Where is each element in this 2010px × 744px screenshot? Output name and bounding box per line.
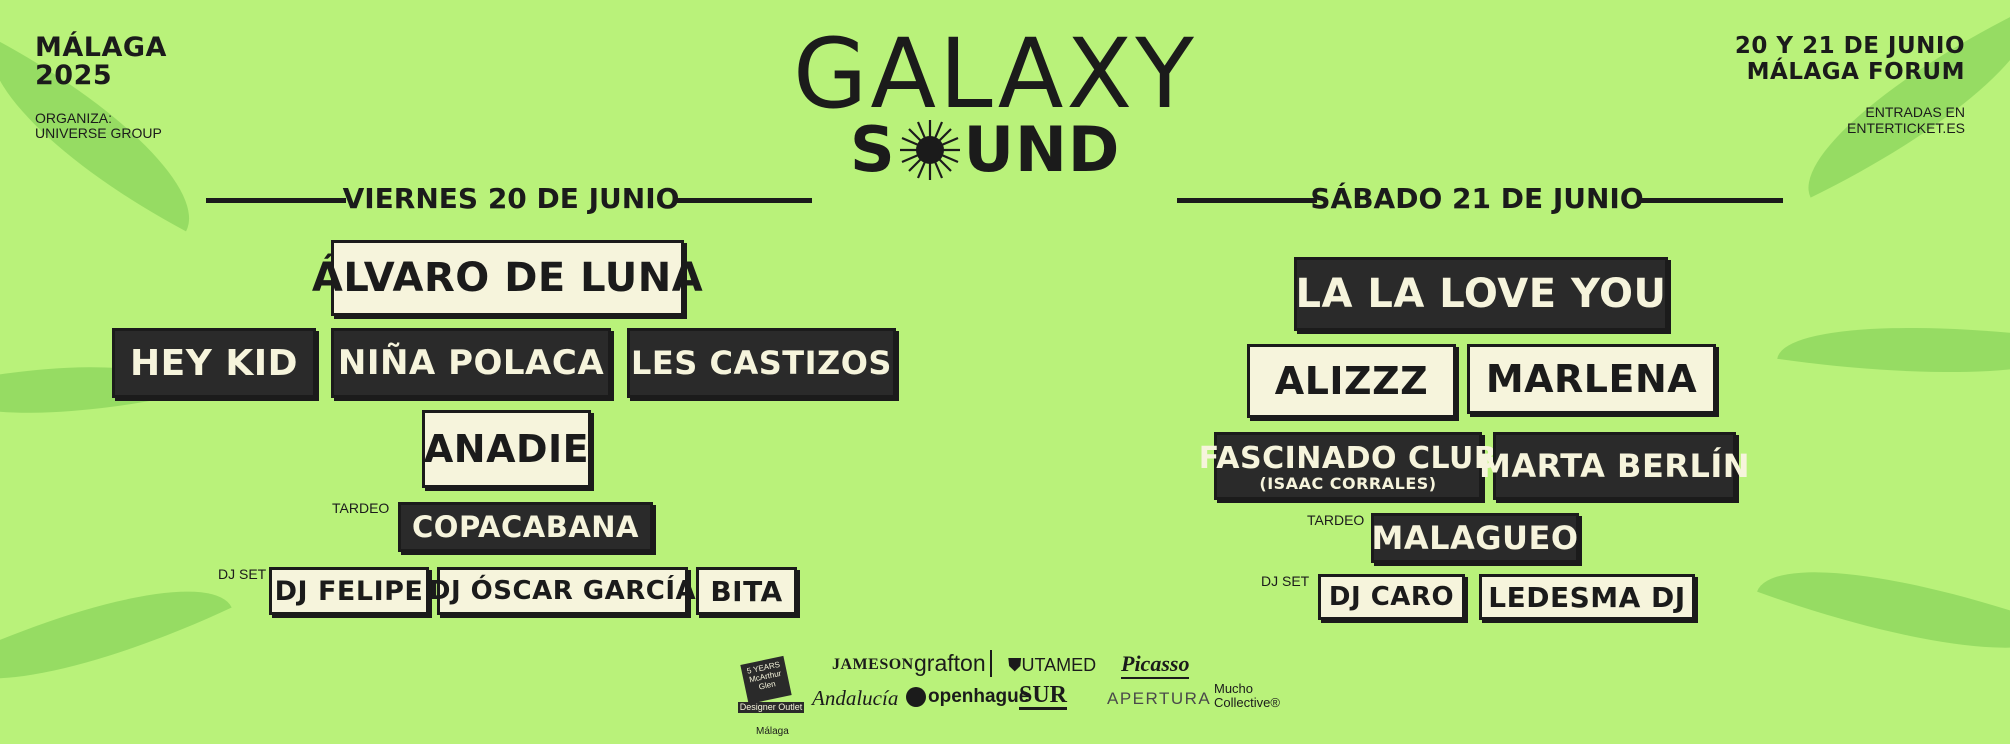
- event-venue: MÁLAGA FORUM: [1746, 59, 1965, 85]
- artist-box: BITA: [696, 567, 797, 615]
- mcarthurglen-outlet: Designer Outlet: [738, 702, 804, 713]
- artist-box: NIÑA POLACA: [331, 328, 611, 398]
- artist-name: ALIZZZ: [1274, 359, 1429, 403]
- artist-name: BITA: [710, 574, 783, 608]
- artist-box: MARTA BERLÍN: [1479, 432, 1750, 500]
- artist-box: LES CASTIZOS: [627, 328, 896, 398]
- sponsor-utamed-label: UTAMED: [1021, 655, 1097, 675]
- tardeo-label: TARDEO: [332, 500, 390, 516]
- sponsor-jameson: JAMESON: [832, 656, 914, 673]
- artist-name: MALAGUEO: [1371, 519, 1579, 557]
- artist-name: ÁLVARO DE LUNA: [311, 255, 704, 301]
- artist-name: COPACABANA: [412, 510, 639, 544]
- logo-sound-s: S: [850, 113, 896, 186]
- heading-rule: [206, 198, 346, 203]
- mcarthurglen-city: Málaga: [756, 726, 789, 737]
- heading-rule: [676, 198, 812, 203]
- artist-name: NIÑA POLACA: [337, 343, 605, 383]
- logo-sound-und: UND: [963, 113, 1121, 186]
- artist-box: LA LA LOVE YOU: [1294, 257, 1668, 331]
- mcarthurglen-logo: 5 YEARS McArthur Glen Designer Outlet: [738, 655, 804, 722]
- sponsor-sur: SUR: [1019, 682, 1068, 710]
- artist-name: ANADIE: [423, 427, 590, 471]
- sponsor-andalucia: Andalucía: [812, 686, 899, 710]
- artist-name: HEY KID: [130, 342, 298, 384]
- artist-box: COPACABANA: [398, 502, 653, 552]
- logo-sound: S UND: [850, 118, 1120, 182]
- artist-name: FASCINADO CLUB: [1198, 440, 1498, 476]
- artist-name: MARLENA: [1485, 357, 1698, 401]
- artist-box: HEY KID: [112, 328, 316, 398]
- year-label: 2025: [35, 60, 113, 91]
- c-circle-icon: [906, 687, 926, 707]
- tickets-label: ENTRADAS EN: [1865, 104, 1965, 120]
- leaf-decoration: [0, 544, 232, 726]
- leaf-decoration: [1777, 299, 2010, 401]
- artist-box: ANADIE: [422, 410, 591, 488]
- sponsor-openhague: openhague: [906, 686, 1029, 708]
- djset-label: DJ SET: [218, 566, 267, 582]
- artist-subname: (ISAAC CORRALES): [1259, 473, 1437, 493]
- sponsor-picasso: Picasso: [1121, 651, 1190, 679]
- artist-box: DJ ÓSCAR GARCÍA: [429, 567, 696, 615]
- artist-box: LEDESMA DJ: [1479, 574, 1695, 620]
- artist-name: DJ CARO: [1328, 582, 1455, 612]
- saturday-heading: SÁBADO 21 DE JUNIO: [1310, 182, 1644, 215]
- sun-icon: [899, 120, 960, 180]
- leaf-decoration: [1757, 525, 2010, 695]
- artist-name: MARTA BERLÍN: [1478, 447, 1751, 485]
- artist-name: DJ ÓSCAR GARCÍA: [428, 576, 697, 606]
- logo-galaxy: GALAXY: [793, 18, 1197, 130]
- heading-rule: [1177, 198, 1317, 203]
- friday-heading: VIERNES 20 DE JUNIO: [342, 182, 680, 215]
- artist-name: LEDESMA DJ: [1488, 580, 1686, 614]
- sponsor-apertura: APERTURA: [1107, 689, 1212, 708]
- sponsor-utamed: ⛊UTAMED: [1008, 655, 1096, 676]
- sponsor-openhague-label: openhague: [928, 686, 1030, 707]
- tickets-site: ENTERTICKET.ES: [1847, 120, 1965, 136]
- artist-box: DJ CARO: [1318, 574, 1465, 620]
- artist-name: LES CASTIZOS: [631, 344, 892, 382]
- city-label: MÁLAGA: [35, 32, 167, 63]
- artist-box: MARLENA: [1467, 344, 1716, 414]
- sponsor-mucho-collective: Mucho Collective®: [1214, 681, 1280, 710]
- artist-box: DJ FELIPE: [269, 567, 429, 615]
- artist-box: FASCINADO CLUB (ISAAC CORRALES): [1199, 432, 1497, 500]
- tardeo-label: TARDEO: [1307, 512, 1365, 528]
- event-dates: 20 Y 21 DE JUNIO: [1734, 33, 1965, 59]
- artist-box: ÁLVARO DE LUNA: [312, 240, 703, 316]
- artist-box: ALIZZZ: [1247, 344, 1456, 418]
- mcarthurglen-badge: 5 YEARS McArthur Glen: [740, 655, 792, 705]
- djset-label: DJ SET: [1261, 573, 1310, 589]
- artist-name: LA LA LOVE YOU: [1295, 271, 1667, 317]
- organiza-label: ORGANIZA:: [35, 110, 113, 126]
- shield-icon: ⛊: [1008, 655, 1022, 675]
- sponsor-grafton: grafton: [914, 650, 992, 677]
- heading-rule: [1637, 198, 1783, 203]
- artist-box: MALAGUEO: [1371, 513, 1579, 563]
- organizer-name: UNIVERSE GROUP: [35, 125, 162, 141]
- artist-name: DJ FELIPE: [274, 575, 424, 607]
